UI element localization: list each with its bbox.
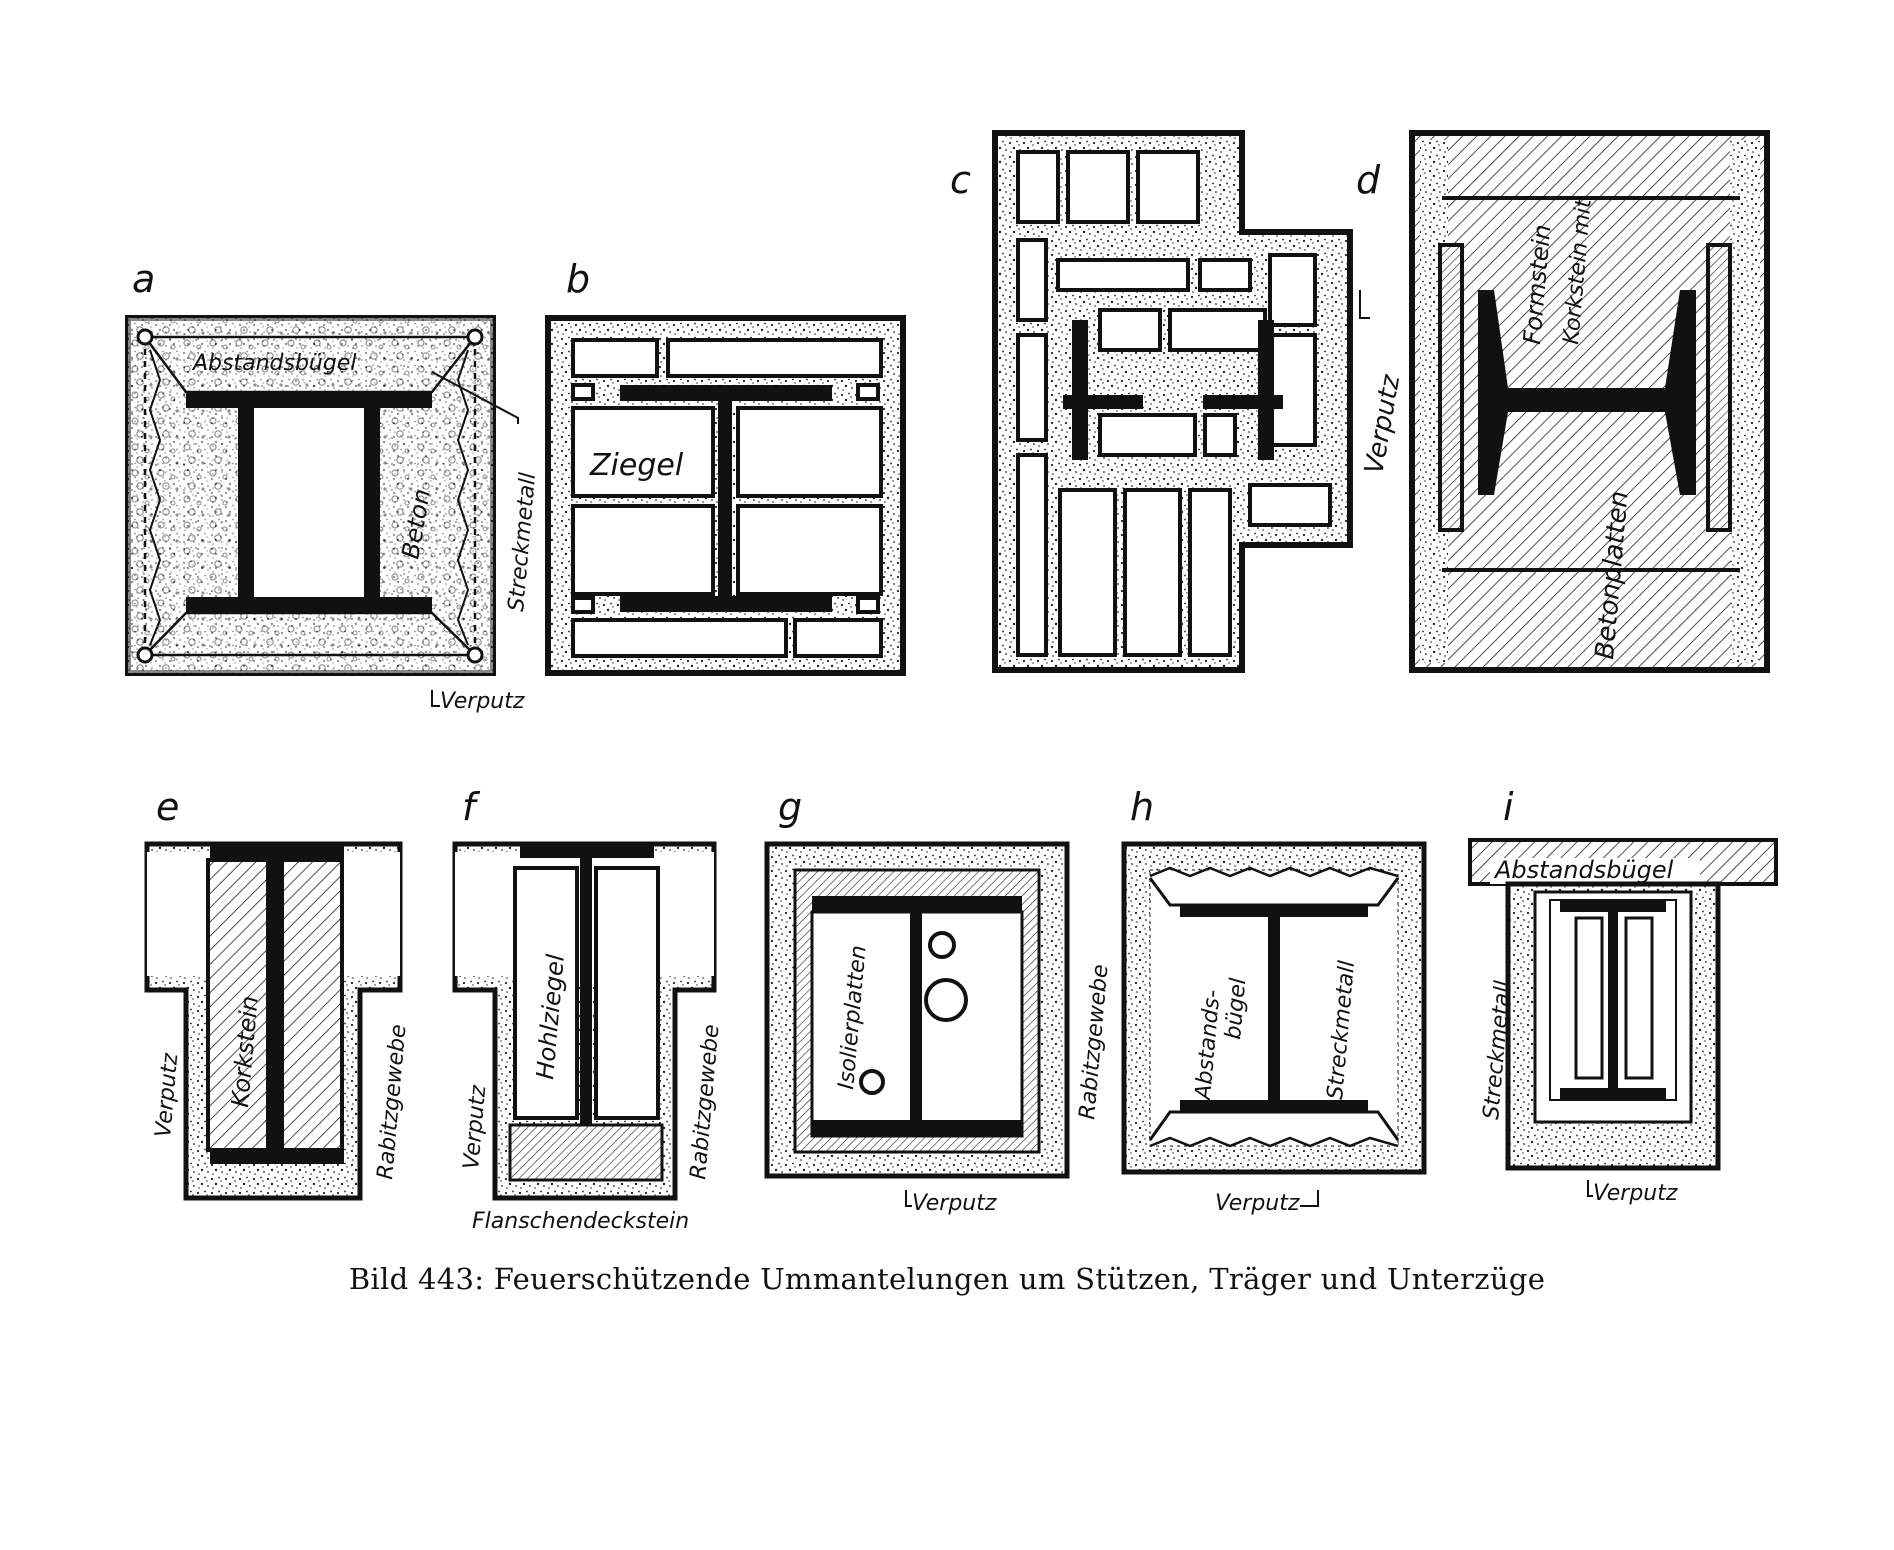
figure-caption: Bild 443: Feuerschützende Ummantelungen … (348, 1262, 1546, 1296)
label-rabitzgewebe-e: Rabitzgewebe (373, 1023, 411, 1180)
steel-i-beam (210, 844, 344, 1164)
flange-cover-stone (508, 1123, 664, 1182)
tie-bar (1442, 196, 1740, 572)
panel-e: e Verputz Korkstein Rabitzgewebe (144, 785, 412, 1201)
label-verputz-i: Verputz (1593, 1181, 1678, 1206)
panel-letter-e: e (156, 785, 179, 829)
brick-infill (571, 338, 883, 658)
hollow-brick (513, 866, 660, 1120)
panel-b: b Ziegel (545, 257, 906, 676)
label-flanschendeckstein: Flanschendeckstein (472, 1209, 689, 1234)
steel-i-beam (620, 385, 832, 612)
label-rabitzgewebe-g: Rabitzgewebe (1075, 963, 1113, 1120)
spacer-stirrup (143, 335, 479, 657)
panel-letter-g: g (778, 785, 802, 829)
label-ziegel: Ziegel (589, 448, 684, 483)
label-abstandsbugel: Abstandsbügel (191, 351, 356, 376)
panel-i: i Abstandsbügel Streckmetall Verputz (1468, 785, 1778, 1206)
steel-i-beam (812, 896, 1022, 1136)
panel-letter-a: a (132, 257, 155, 301)
cork-stone (206, 858, 344, 1152)
label-rabitzgewebe-f: Rabitzgewebe (686, 1023, 724, 1180)
label-verputz-g: Verputz (912, 1191, 997, 1216)
steel-i-beam (1560, 900, 1666, 1100)
label-verputz-a: Verputz (440, 689, 525, 714)
panel-d: d Formstein Korkstein mit Betonplatten (1356, 130, 1770, 673)
pipe (859, 931, 968, 1095)
panel-letter-f: f (462, 785, 481, 829)
panel-a: a Abstandsbügel Beton Streckmetall Verpu… (125, 257, 541, 714)
label-abstandsbugel-h-2: bügel (1221, 977, 1251, 1040)
brick-infill (1016, 150, 1332, 657)
label-verputz-h: Verputz (1215, 1191, 1300, 1216)
cork-stone (1438, 243, 1732, 532)
panel-letter-b: b (566, 257, 590, 301)
panel-c: c Verputz (950, 130, 1406, 673)
panel-g: g Isolierplatten Rabitzgewebe Verputz (764, 785, 1114, 1216)
steel-i-beam (1180, 905, 1368, 1112)
steel-i-beam (1478, 290, 1696, 495)
panel-h: h Abstands- bügel Streckmetall Verputz (1121, 785, 1427, 1216)
panel-letter-c: c (950, 158, 971, 202)
label-verputz-e: Verputz (151, 1052, 183, 1139)
label-streckmetall: Streckmetall (504, 472, 541, 613)
panel-letter-h: h (1130, 785, 1154, 829)
steel-i-beam (1063, 320, 1283, 460)
spacer-stirrup (1148, 877, 1400, 1141)
label-abstandsbugel-i: Abstandsbügel (1493, 856, 1674, 884)
panel-f: f Verputz Hohlziegel Rabitzgewebe Flansc… (452, 785, 725, 1234)
expanded-metal (1149, 866, 1399, 1148)
panel-letter-i: i (1503, 785, 1514, 829)
panel-letter-d: d (1356, 158, 1381, 202)
steel-i-beam (186, 392, 432, 613)
hollow-brick (1574, 916, 1654, 1080)
label-verputz-f: Verputz (459, 1084, 491, 1171)
label-verputz-c: Verputz (1359, 371, 1406, 476)
